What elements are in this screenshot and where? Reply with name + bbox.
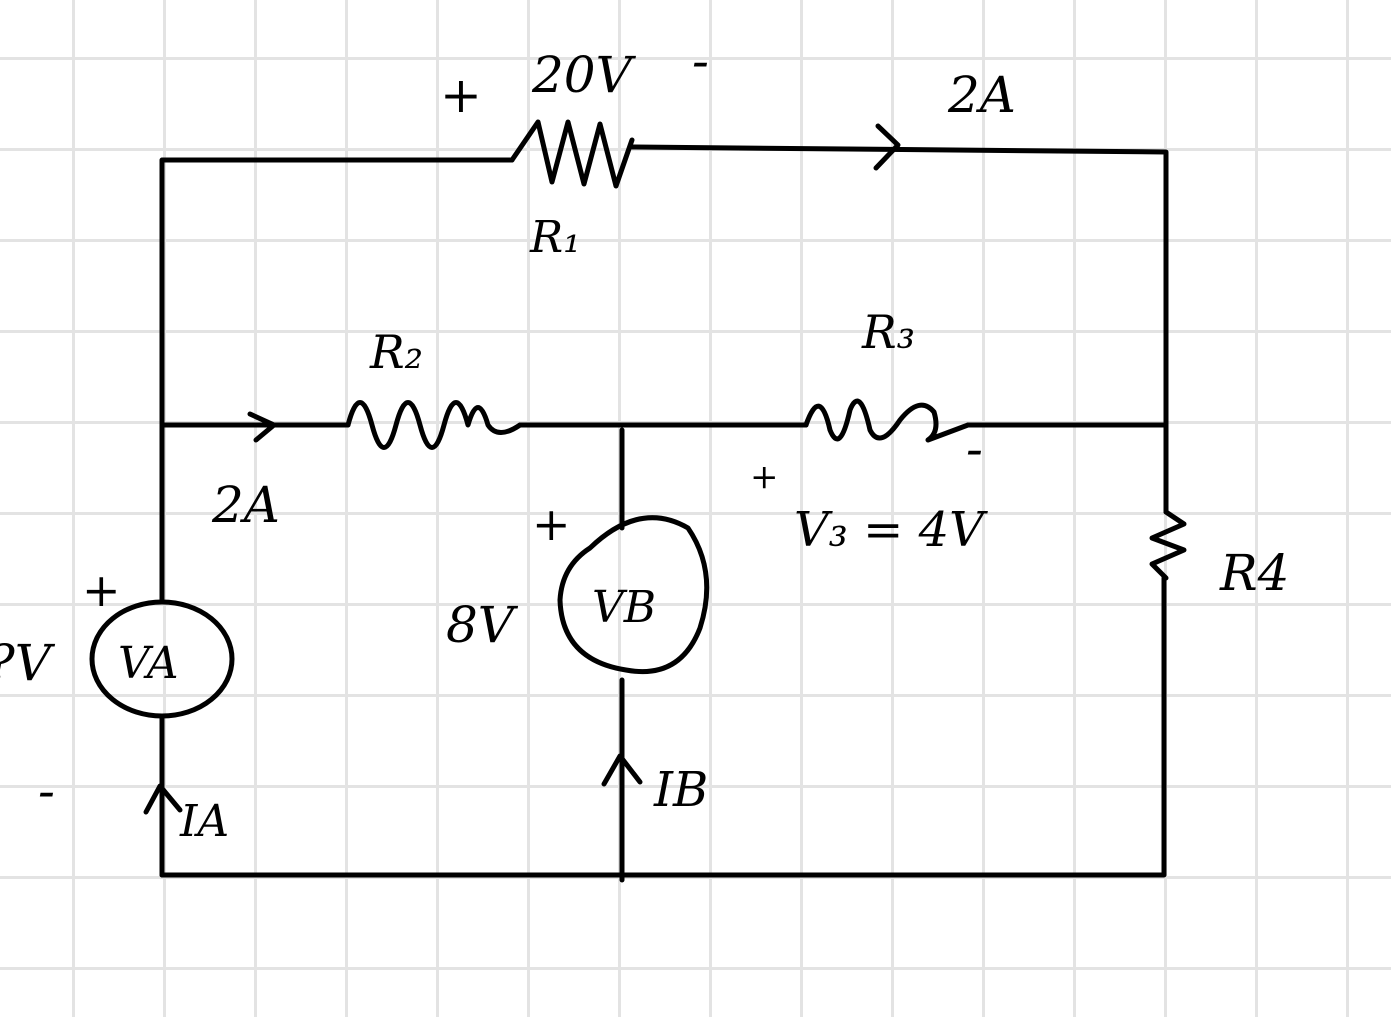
- r2-current-arrow: 2A: [211, 411, 280, 534]
- va-plus-sign: +: [82, 563, 121, 617]
- r1-label: R₁: [529, 212, 581, 263]
- r4-label: R4: [1219, 544, 1289, 602]
- voltage-source-vb: VB 8V +: [446, 497, 710, 675]
- r1-minus-sign: -: [692, 32, 709, 90]
- resistor-r4: R4: [1149, 509, 1289, 602]
- wires: [159, 144, 1169, 883]
- r3-minus-sign: -: [966, 420, 983, 478]
- resistor-r1: R₁ 20V + -: [440, 32, 709, 263]
- r2-current-label: 2A: [211, 476, 280, 534]
- voltage-source-va: VA ?V + -: [0, 563, 235, 820]
- r3-plus-sign: +: [750, 457, 779, 497]
- r1-plus-sign: +: [440, 66, 482, 124]
- resistor-r3: R₃ + - V₃ = 4V: [750, 305, 988, 558]
- resistor-r2: R₂: [345, 325, 523, 450]
- r3-label: R₃: [861, 305, 915, 359]
- vb-plus-sign: +: [532, 497, 571, 551]
- va-label: VA: [118, 638, 179, 689]
- vb-current-label: IB: [653, 762, 708, 818]
- ib-current-arrow: IB: [601, 753, 708, 818]
- va-minus-sign: -: [38, 762, 55, 820]
- va-current-label: IA: [179, 796, 229, 847]
- ia-current-arrow: IA: [143, 783, 229, 847]
- top-current-arrow: 2A: [873, 66, 1016, 171]
- vb-label: VB: [592, 582, 656, 633]
- r1-current-label: 2A: [947, 66, 1016, 124]
- va-voltage-label: ?V: [0, 634, 56, 692]
- r3-voltage-label: V₃ = 4V: [794, 502, 988, 558]
- r2-label: R₂: [369, 325, 423, 379]
- r1-voltage-label: 20V: [531, 46, 637, 104]
- vb-voltage-label: 8V: [446, 596, 519, 654]
